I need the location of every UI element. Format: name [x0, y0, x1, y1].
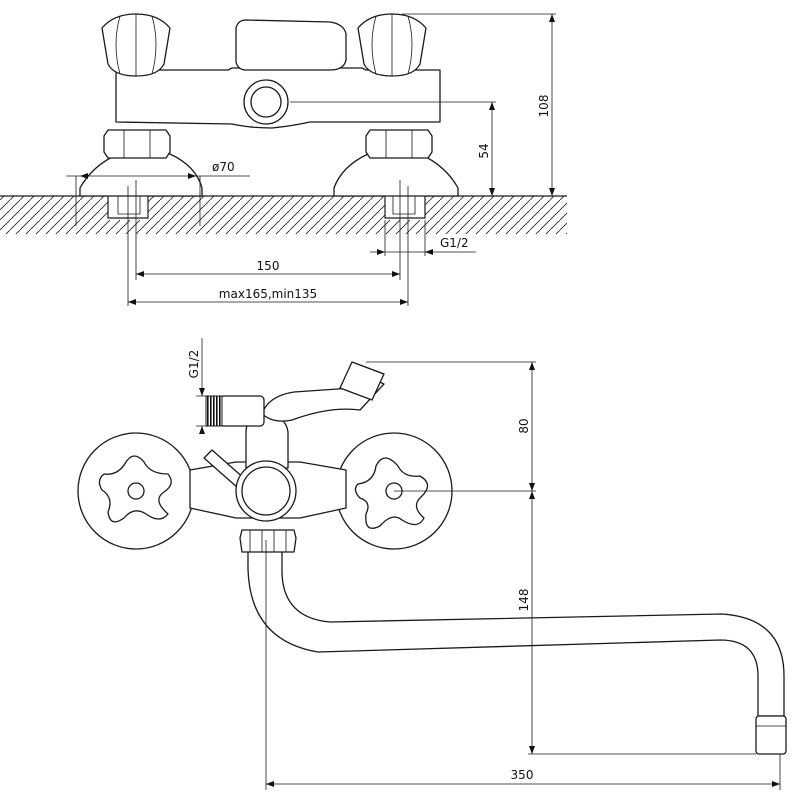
top-view: 108 54 ø70 G1/2 [0, 13, 567, 306]
spout-pipe [247, 547, 785, 717]
dim-350: 350 [265, 540, 781, 790]
front-view: G1/2 80 148 350 [77, 338, 787, 790]
dim-80: 80 [366, 361, 536, 491]
dim-108-label: 108 [537, 95, 551, 118]
right-hex-nut [365, 129, 433, 159]
shower-outlet-body [219, 395, 265, 427]
dim-350-label: 350 [511, 768, 534, 782]
shower-outlet-thread [205, 395, 223, 427]
dim-diameter-70-label: ø70 [212, 160, 235, 174]
left-hex-nut [103, 129, 171, 159]
dim-g12-top: G1/2 [370, 220, 476, 256]
dim-adjust-range-label: max165,min135 [219, 287, 317, 301]
dim-diameter-70: ø70 [66, 160, 250, 226]
right-escutcheon [333, 153, 459, 197]
dim-g12-front-label: G1/2 [187, 350, 201, 379]
dim-150-label: 150 [257, 259, 280, 273]
spout-aerator [755, 715, 787, 755]
dim-54: 54 [290, 101, 496, 196]
lever-handle [235, 19, 347, 71]
spout-swivel-nut [239, 529, 297, 553]
cartridge-inner [241, 466, 291, 516]
dim-108: 108 [402, 13, 556, 197]
dim-54-label: 54 [477, 143, 491, 158]
dim-148-label: 148 [517, 589, 531, 612]
dim-adjust-range: max165,min135 [128, 287, 408, 305]
dim-80-label: 80 [517, 418, 531, 433]
dim-g12-front: G1/2 [187, 338, 218, 434]
dim-g12-top-label: G1/2 [440, 236, 469, 250]
dim-150: 150 [136, 259, 400, 277]
left-escutcheon [79, 153, 203, 197]
dim-148: 148 [517, 491, 756, 755]
